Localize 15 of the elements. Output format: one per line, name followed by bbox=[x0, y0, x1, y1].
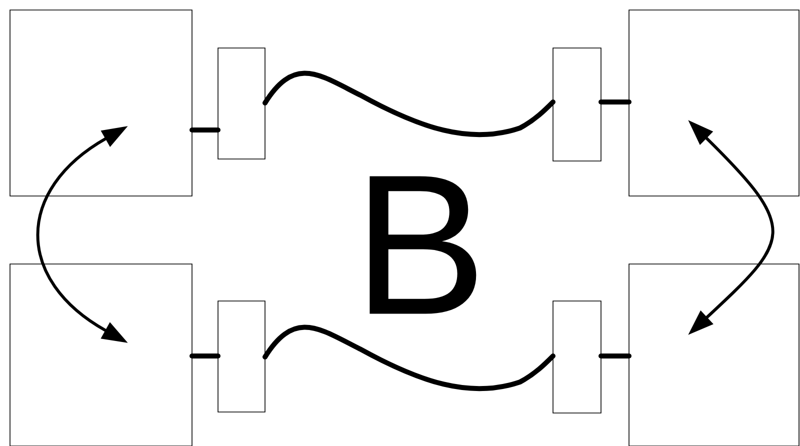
small-box bbox=[218, 300, 266, 412]
big-box bbox=[10, 264, 192, 446]
connector-line bbox=[190, 128, 220, 132]
connector-line bbox=[598, 100, 632, 104]
big-box bbox=[628, 264, 800, 446]
connector-line bbox=[190, 354, 220, 358]
connector-line bbox=[262, 71, 556, 138]
big-box bbox=[628, 10, 800, 196]
small-box bbox=[552, 300, 602, 414]
big-box bbox=[10, 10, 192, 196]
big-letter: B bbox=[370, 176, 476, 314]
small-box bbox=[218, 48, 266, 160]
connector-line bbox=[262, 325, 556, 392]
connector-line bbox=[598, 354, 632, 358]
small-box bbox=[552, 48, 602, 162]
